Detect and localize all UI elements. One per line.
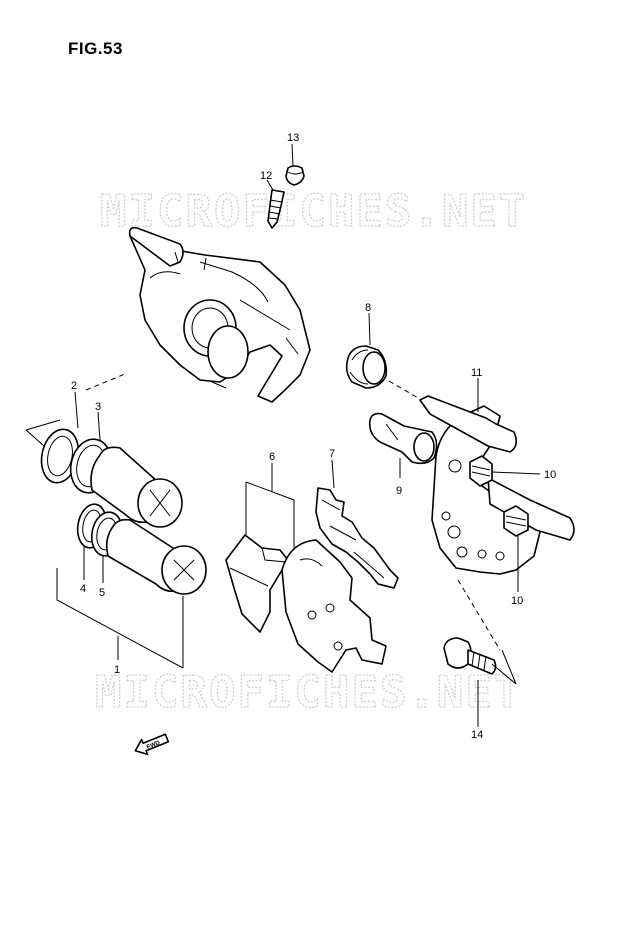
callout-12: 12 [260, 170, 272, 182]
figure-title: FIG.53 [68, 39, 123, 58]
part-12-bleeder-valve[interactable] [267, 189, 285, 229]
callout-11: 11 [471, 367, 482, 379]
callout-10-upper: 10 [544, 469, 556, 481]
part-14-bolt[interactable] [443, 637, 497, 675]
part-11-support-bracket[interactable] [419, 395, 575, 575]
part-6-pad-outer[interactable] [281, 539, 387, 673]
callout-8: 8 [365, 302, 371, 314]
fwd-label: FWD [146, 740, 162, 751]
part-13-bleeder-cap[interactable] [285, 165, 305, 186]
callout-13: 13 [287, 132, 299, 144]
callout-5: 5 [99, 587, 105, 599]
caliper-body[interactable] [128, 226, 311, 403]
callout-10-lower: 10 [511, 595, 523, 607]
part-7-spring[interactable] [315, 487, 399, 589]
watermark-bottom: MICROFICHES.NET [95, 667, 522, 718]
callout-9: 9 [396, 485, 402, 497]
fwd-arrow-icon: FWD [134, 733, 170, 756]
callout-14: 14 [471, 729, 483, 741]
part-10-boot-lower[interactable] [503, 505, 529, 537]
piston-lower[interactable] [105, 518, 207, 595]
callout-3: 3 [95, 401, 101, 413]
callout-6: 6 [269, 451, 275, 463]
part-6-pad-inner[interactable] [225, 534, 289, 633]
callout-4: 4 [80, 583, 86, 595]
callout-1: 1 [114, 664, 120, 676]
part-10-boot-upper[interactable] [469, 455, 493, 487]
watermark-top: MICROFICHES.NET [100, 186, 527, 237]
callout-2: 2 [71, 380, 77, 392]
callout-7: 7 [329, 448, 335, 460]
part-9-pin[interactable] [368, 412, 438, 465]
piston-upper[interactable] [90, 446, 183, 528]
part-8-boot[interactable] [345, 345, 388, 389]
